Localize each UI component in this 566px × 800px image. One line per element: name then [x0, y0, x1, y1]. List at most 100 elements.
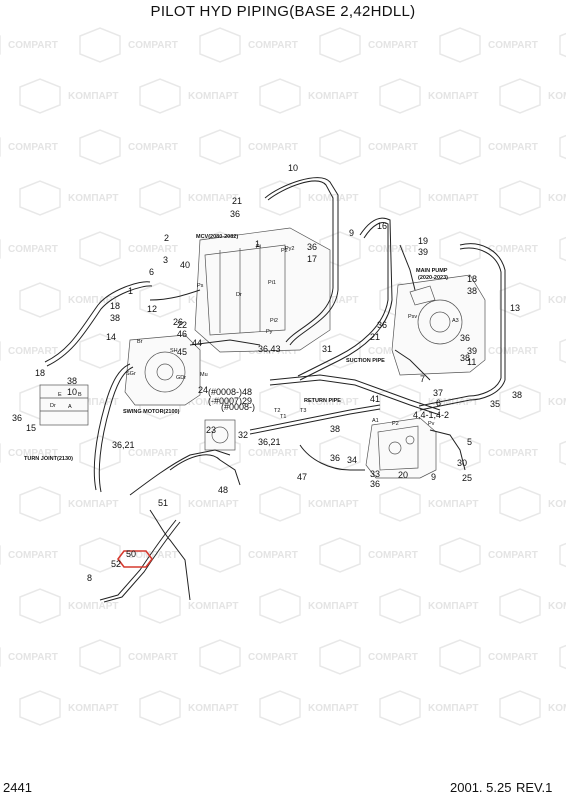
- watermark-stamp: COMPART: [319, 27, 418, 63]
- watermark-text: KOMПAPT: [308, 91, 359, 102]
- watermark-stamp: COMPART: [559, 338, 566, 364]
- watermark-text: COMPART: [488, 346, 538, 357]
- hose-35: [169, 454, 241, 486]
- watermark-stamp: COMPART: [199, 129, 298, 165]
- part-number: 18: [35, 368, 45, 378]
- port-label: Psv: [408, 314, 417, 320]
- watermark-text: KOMПAPT: [68, 295, 119, 306]
- port-label: B: [78, 392, 82, 398]
- watermark-text: COMPART: [128, 448, 178, 459]
- part-number: 24: [198, 385, 208, 395]
- watermark-stamp: COMPART: [0, 137, 58, 157]
- watermark-stamp: COMPART: [319, 537, 418, 573]
- part-number: 1: [128, 286, 133, 296]
- mcv-block: MCV(2080-2082): [194, 227, 331, 353]
- hose-48: [149, 509, 191, 601]
- watermark-stamp: KOMПAPT: [259, 384, 359, 420]
- turn-joint: TURN JOINT(2130): [24, 384, 89, 462]
- part-number: 3: [163, 255, 168, 265]
- watermark-stamp: KOMПAPT: [499, 588, 566, 624]
- part-number: 11: [467, 357, 476, 367]
- line-filter: [204, 419, 236, 451]
- port-label: E: [58, 392, 62, 398]
- port-label: Pi2: [270, 318, 278, 324]
- part-number: (#0008-): [221, 402, 255, 412]
- port-label: T3: [300, 408, 306, 414]
- page-number: 2441: [3, 780, 32, 795]
- part-number: 39: [418, 247, 428, 257]
- watermark-stamp: KOMПAPT: [379, 180, 479, 216]
- watermark-text: KOMПAPT: [428, 397, 479, 408]
- part-number: 36,21: [112, 440, 135, 450]
- part-number: 51: [158, 498, 168, 508]
- watermark-stamp: KOMПAPT: [379, 78, 479, 114]
- part-number: 15: [26, 423, 36, 433]
- watermark-stamp: COMPART: [319, 129, 418, 165]
- watermark-text: KOMПAPT: [548, 703, 566, 714]
- part-number: 16: [377, 221, 387, 231]
- solenoid-valve-block: [365, 417, 437, 479]
- hose-15: [93, 363, 131, 491]
- port-label: Py2: [285, 246, 294, 252]
- port-label: SH: [170, 348, 178, 354]
- revision-label: REV.1: [516, 780, 553, 795]
- watermark-stamp: COMPART: [0, 443, 58, 463]
- watermark-text: KOMПAPT: [188, 193, 239, 204]
- part-number: 31: [322, 344, 332, 354]
- watermark-text: COMPART: [128, 550, 178, 561]
- watermark-stamp: KOMПAPT: [139, 78, 239, 114]
- watermark-text: KOMПAPT: [188, 397, 239, 408]
- part-number: 47: [297, 472, 307, 482]
- port-label: Pv: [428, 421, 435, 427]
- port-label: T1: [280, 414, 286, 420]
- watermark-stamp: KOMПAPT: [379, 690, 479, 726]
- watermark-stamp: COMPART: [79, 231, 178, 267]
- watermark-stamp: COMPART: [319, 231, 418, 267]
- port-label: Pi: [256, 244, 261, 250]
- watermark-text: KOMПAPT: [68, 193, 119, 204]
- part-number: 33: [370, 469, 380, 479]
- part-number: 6: [436, 398, 441, 408]
- part-number: 19: [418, 236, 428, 246]
- watermark-stamp: COMPART: [0, 545, 58, 565]
- watermark-stamp: KOMПAPT: [139, 588, 239, 624]
- watermark-text: COMPART: [368, 40, 418, 51]
- watermark-stamp: COMPART: [559, 134, 566, 160]
- part-number: 1: [255, 239, 260, 249]
- watermark-text: COMPART: [128, 142, 178, 153]
- watermark-stamp: COMPART: [319, 639, 418, 675]
- hose-network: [44, 177, 506, 603]
- watermark-text: COMPART: [8, 652, 58, 663]
- watermark-stamp: COMPART: [439, 639, 538, 675]
- hose-51-52: [99, 519, 177, 601]
- watermark-stamp: KOMПAPT: [259, 78, 359, 114]
- serial-note-a: (#0008-)48: [208, 387, 252, 397]
- part-number: 40: [180, 260, 190, 270]
- part-number: 37: [433, 388, 443, 398]
- watermark-text: KOMПAPT: [428, 193, 479, 204]
- part-number: 48: [218, 485, 228, 495]
- watermark-stamp: KOMПAPT: [379, 588, 479, 624]
- watermark-text: COMPART: [368, 142, 418, 153]
- part-number: 45: [177, 347, 187, 357]
- part-number: 17: [307, 254, 317, 264]
- watermark-stamp: COMPART: [439, 537, 538, 573]
- port-label: Ps: [197, 283, 204, 289]
- watermark-stamp: COMPART: [0, 341, 58, 361]
- watermark-text: COMPART: [8, 244, 58, 255]
- part-number: 36: [370, 479, 380, 489]
- part-number: 4,4-1,4-2: [413, 410, 449, 420]
- watermark-stamp: COMPART: [559, 542, 566, 568]
- part-number: 10: [67, 387, 77, 397]
- watermark-stamp: COMPART: [559, 644, 566, 670]
- watermark-text: COMPART: [8, 346, 58, 357]
- watermark-text: COMPART: [368, 550, 418, 561]
- watermark-stamp: COMPART: [79, 129, 178, 165]
- watermark-stamp: KOMПAPT: [139, 180, 239, 216]
- serial-note-b: (-#0007)29: [208, 396, 252, 406]
- watermark-text: KOMПAPT: [188, 91, 239, 102]
- port-label: P2: [281, 248, 288, 254]
- watermark-text: KOMПAPT: [68, 601, 119, 612]
- part-number: 2: [164, 233, 169, 243]
